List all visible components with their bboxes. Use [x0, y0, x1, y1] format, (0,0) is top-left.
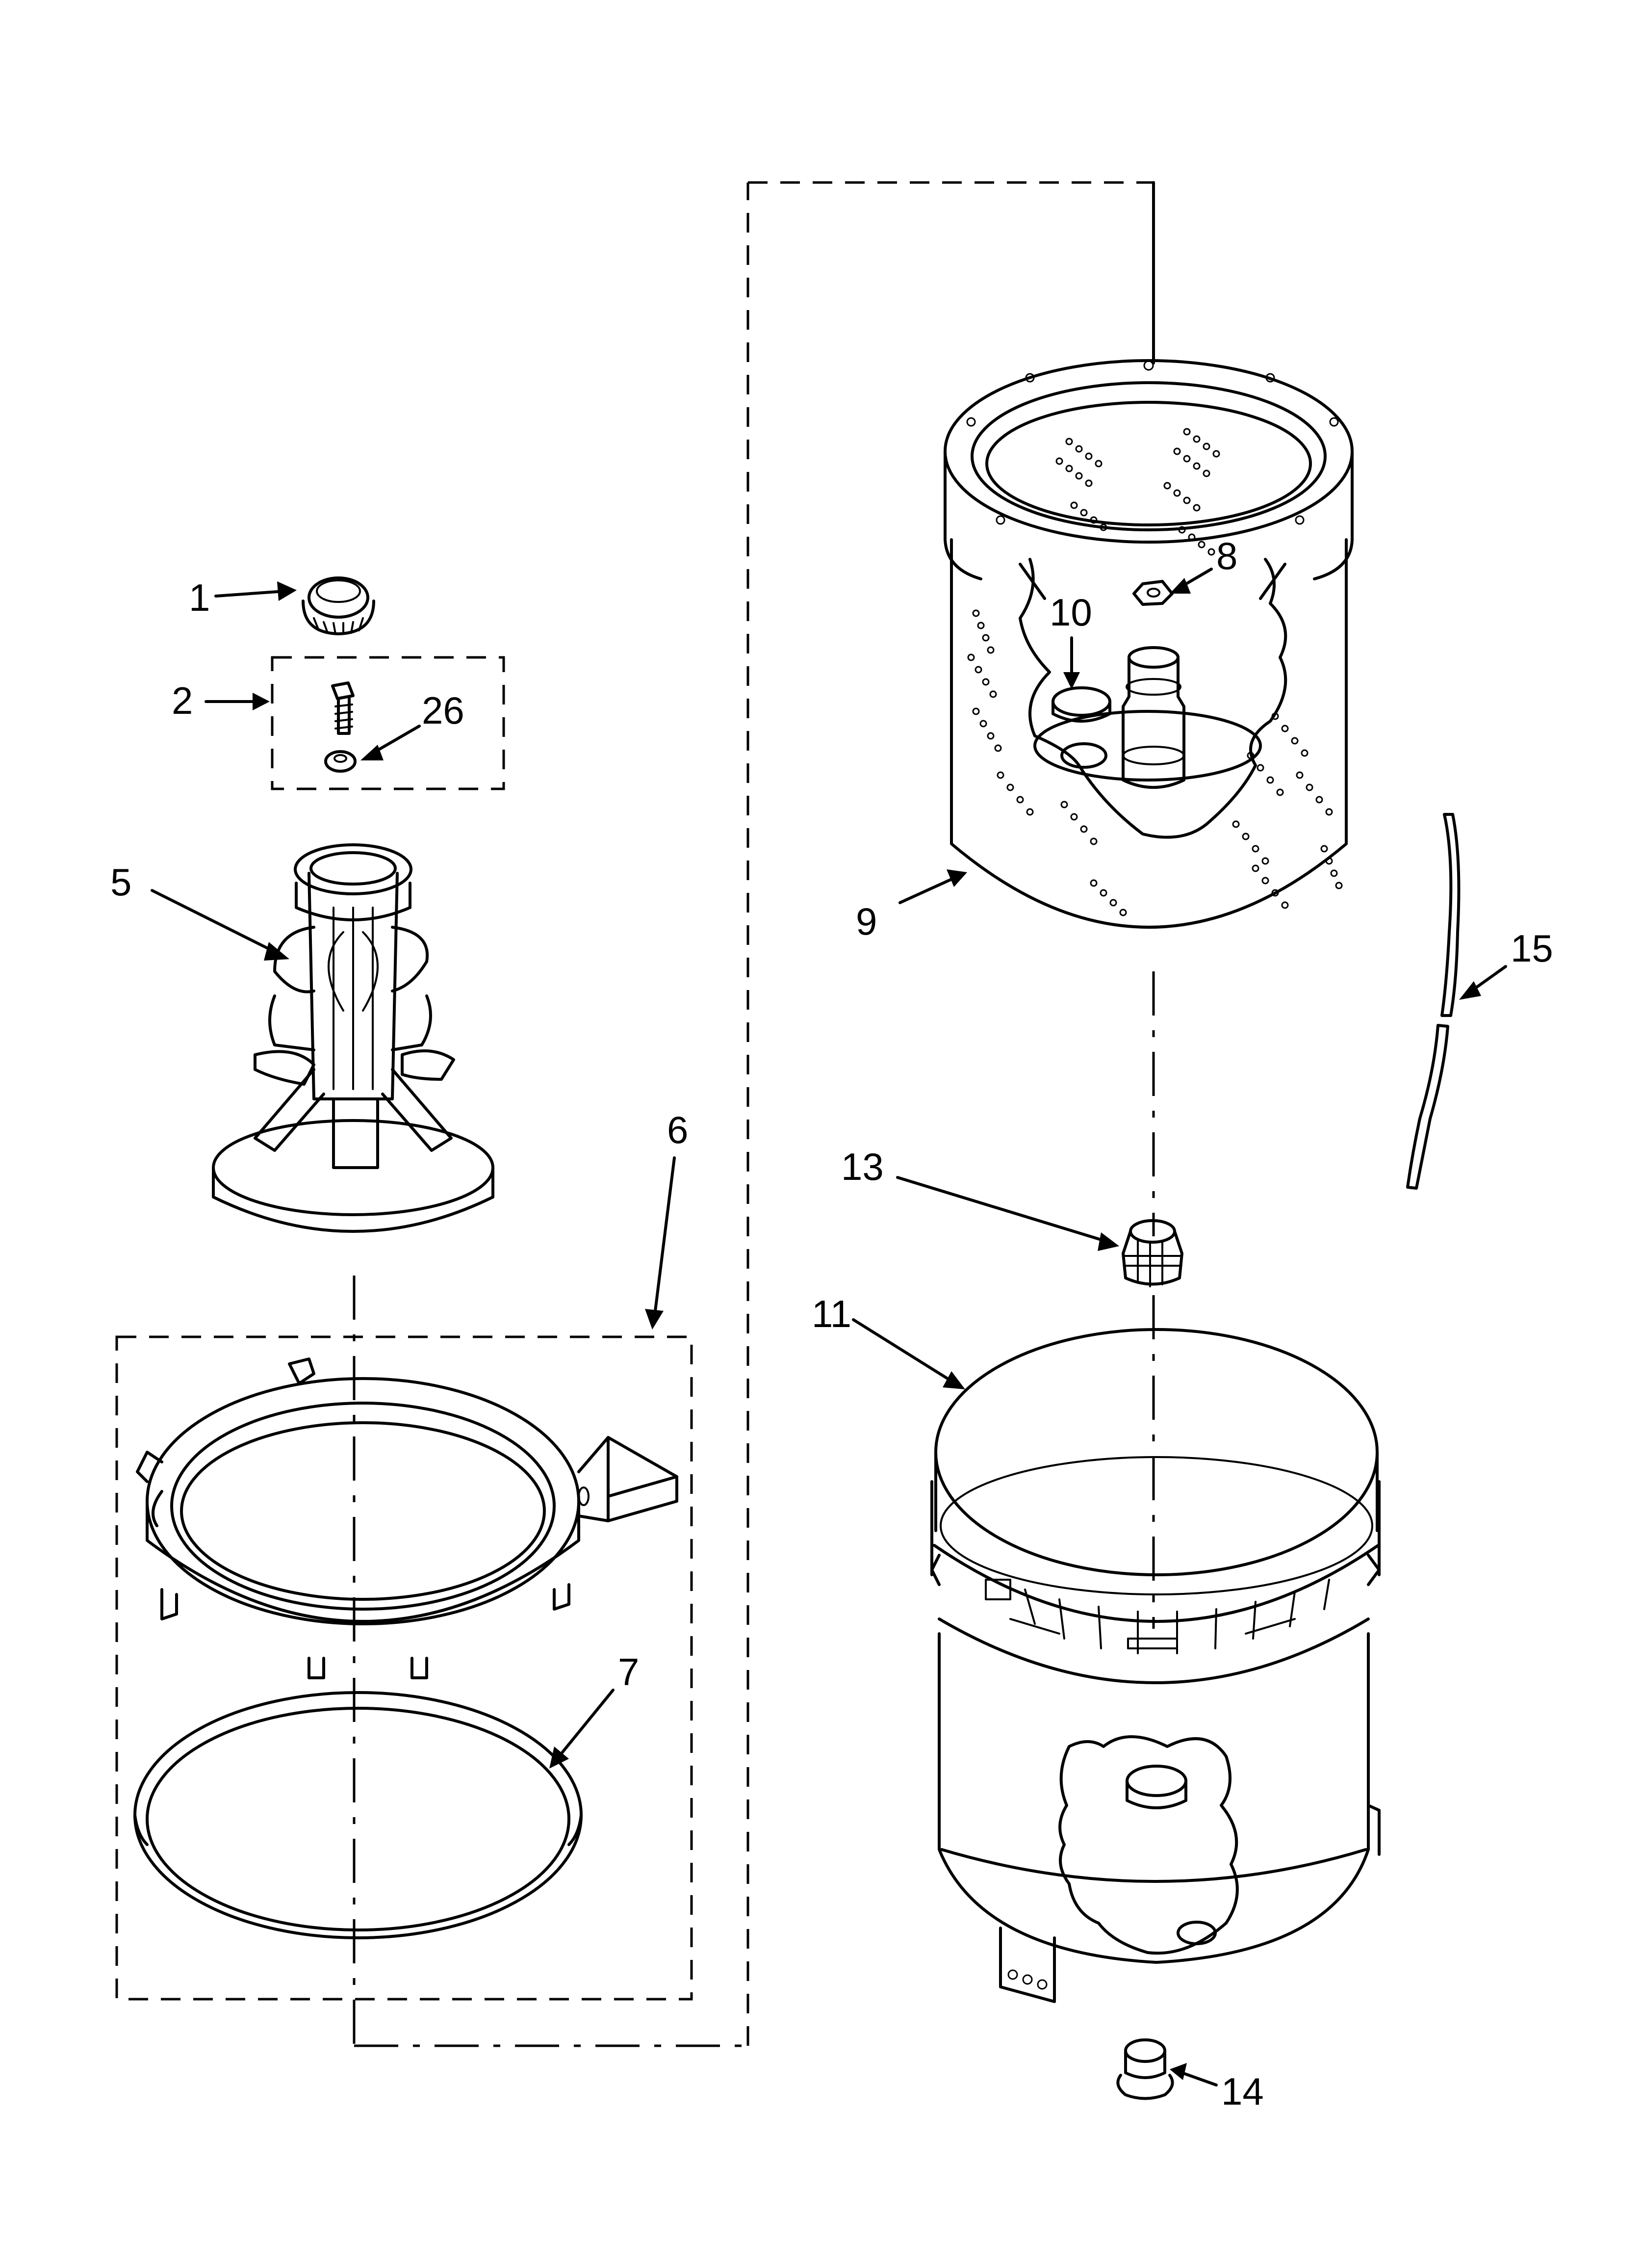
callout-10: 10: [1050, 591, 1092, 634]
washer-part: [324, 750, 357, 773]
ring-assembly-box: [115, 1335, 693, 2001]
callout-14: 14: [1221, 2070, 1264, 2113]
hose-part: [1406, 813, 1461, 1190]
plug-part: [1116, 2038, 1174, 2100]
callout-13: 13: [841, 1145, 884, 1188]
agitator-cap-part: [302, 576, 375, 635]
callout-2: 2: [172, 679, 193, 722]
nut-part: [1132, 580, 1174, 606]
ring-assembly-part: [136, 1357, 678, 1679]
callout-1: 1: [189, 576, 210, 619]
callout-9: 9: [856, 900, 877, 943]
callout-7: 7: [618, 1650, 639, 1694]
fastener-kit-box: [271, 656, 505, 790]
callout-labels: 1 2 26 5 6 7 8 10 9 15 13 11 14: [110, 534, 1553, 2113]
spin-basket-part: [944, 359, 1354, 929]
bushing-part: [1122, 1219, 1183, 1287]
seal-ring-part: [133, 1691, 583, 1939]
perforation-holes: [967, 428, 1343, 916]
agitator-part: [212, 843, 494, 1233]
outer-tub-part: [930, 1328, 1381, 2003]
callout-11: 11: [812, 1292, 851, 1335]
bolt-part: [331, 681, 355, 735]
callout-26: 26: [422, 689, 464, 732]
callout-15: 15: [1511, 927, 1553, 970]
callout-8: 8: [1216, 534, 1237, 577]
callout-5: 5: [110, 860, 131, 904]
leader-lines: [151, 568, 1507, 2086]
assembly-path-lines: [353, 181, 1155, 2047]
callout-6: 6: [667, 1108, 688, 1151]
